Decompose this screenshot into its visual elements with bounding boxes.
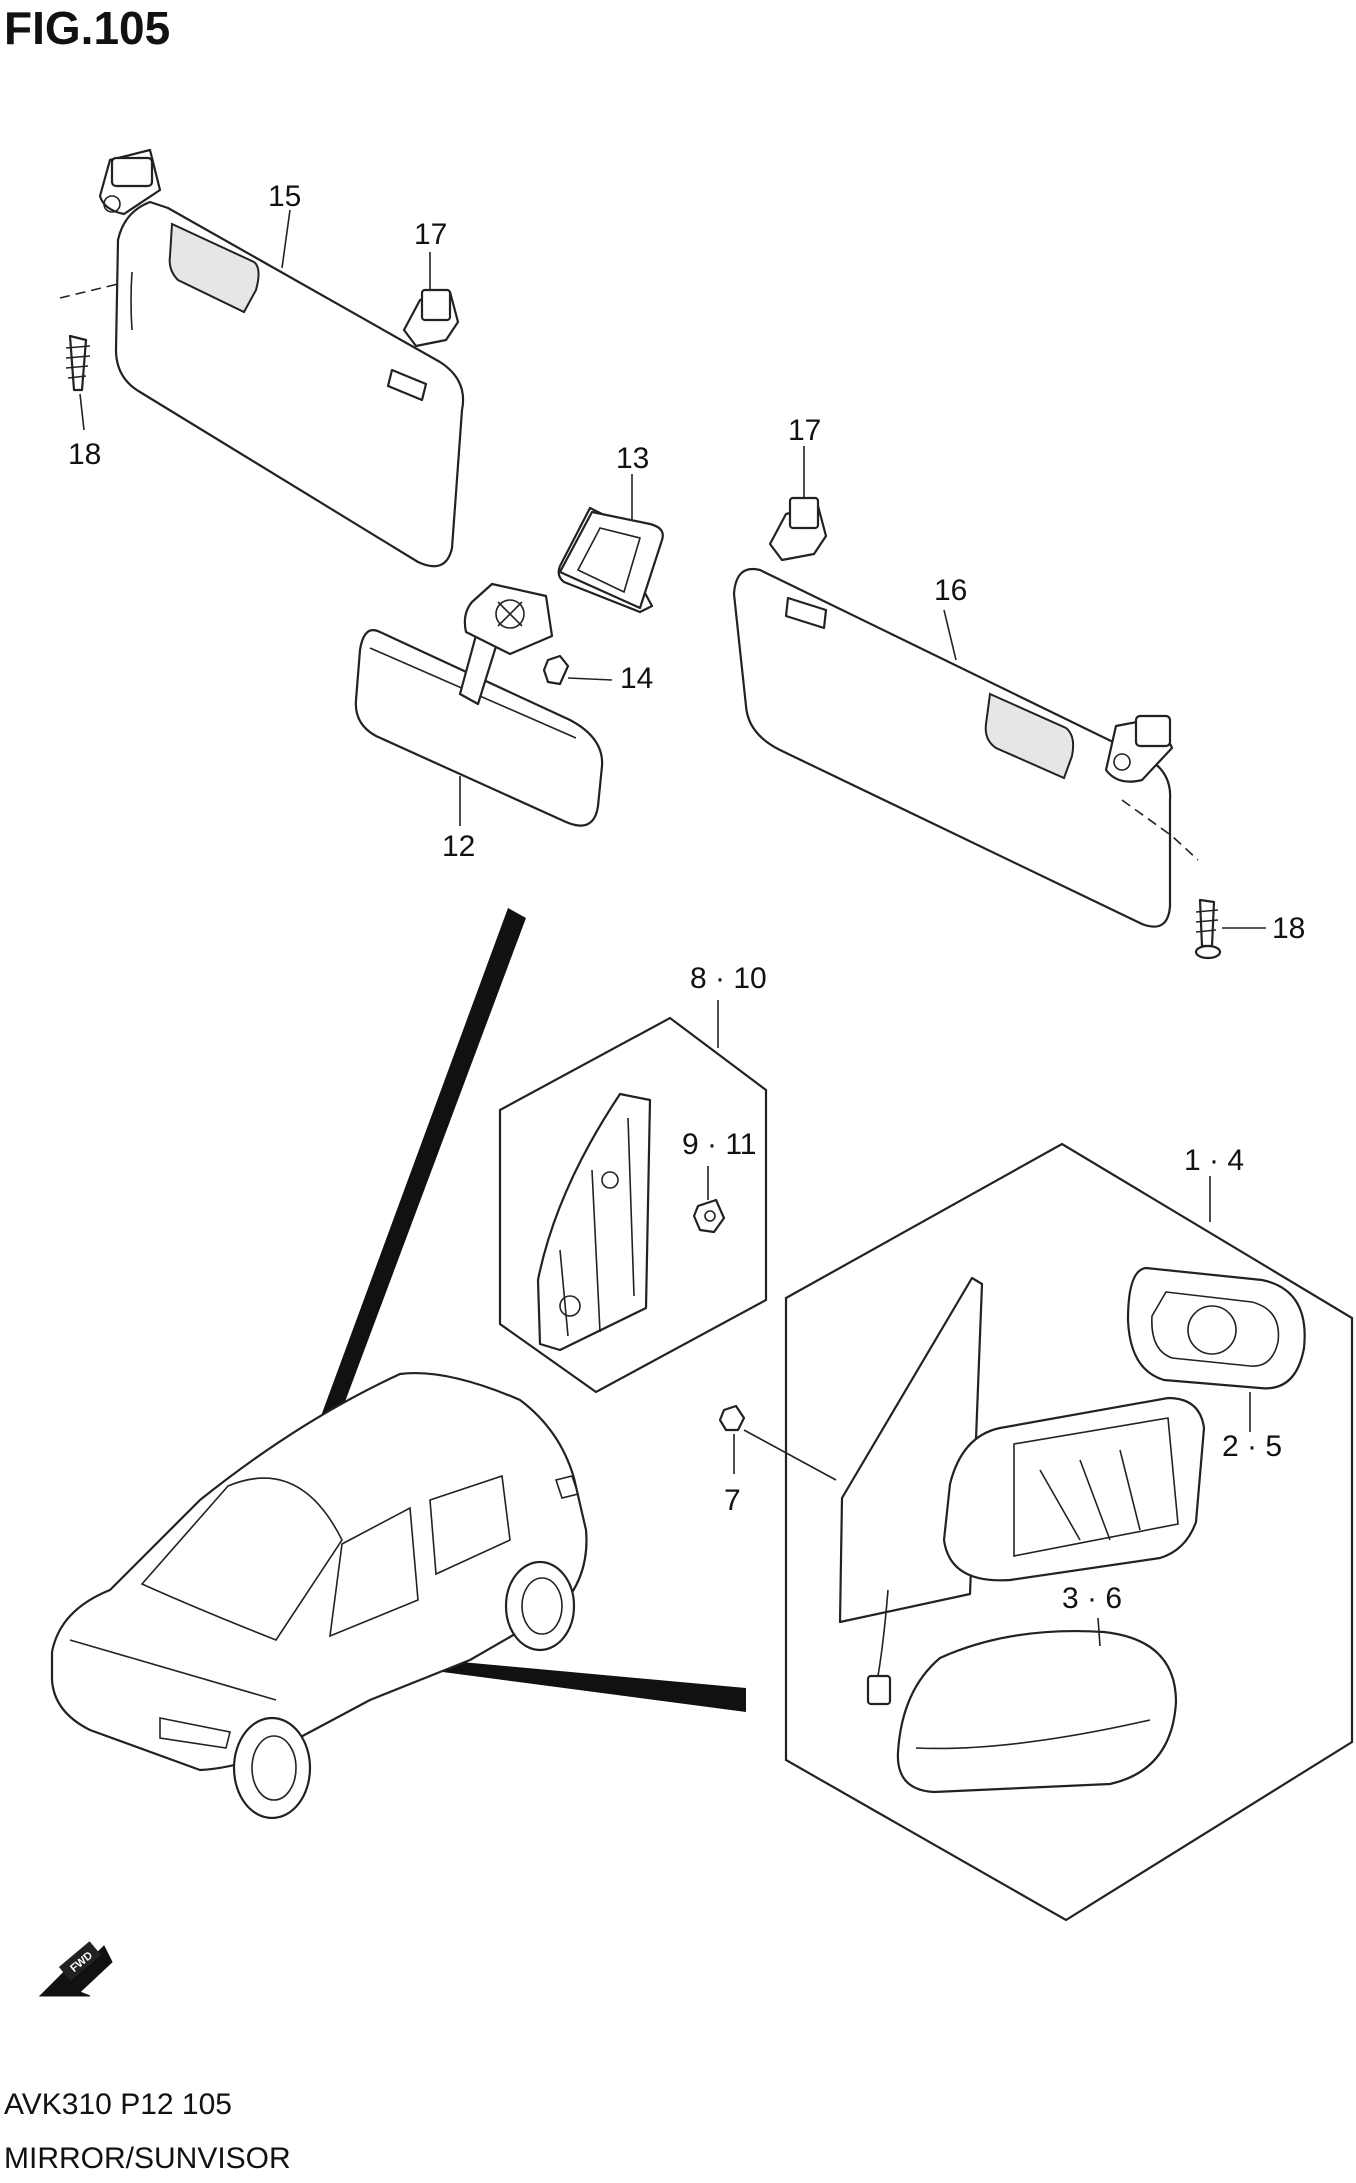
rearview-mirror-12	[354, 582, 604, 827]
dashed-link-right	[1121, 799, 1199, 861]
callout-14: 14	[620, 662, 653, 695]
callout-17-left: 17	[414, 218, 447, 251]
fwd-arrow-icon: FWD	[38, 1941, 113, 1997]
callout-12: 12	[442, 830, 475, 863]
sunvisor-left	[98, 148, 465, 568]
callout-1-4: 1 · 4	[1184, 1144, 1244, 1177]
screw-14	[542, 654, 570, 686]
sunvisor-right	[732, 567, 1174, 928]
footer-code: AVK310 P12 105	[4, 2088, 232, 2121]
callout-8-10: 8 · 10	[690, 962, 767, 995]
footer-caption: MIRROR/SUNVISOR	[4, 2142, 291, 2175]
screw-18-left	[65, 334, 91, 392]
dashed-link-left	[59, 283, 119, 299]
callout-18-right: 18	[1272, 912, 1305, 945]
callout-16: 16	[934, 574, 967, 607]
screw-18-right	[1194, 898, 1222, 960]
callout-2-5: 2 · 5	[1222, 1430, 1282, 1463]
figure-title: FIG.105	[4, 2, 170, 54]
vehicle-outline	[50, 1371, 588, 1820]
nut-9-11	[692, 1198, 726, 1234]
callout-9-11: 9 · 11	[682, 1128, 757, 1161]
clip-7	[718, 1404, 746, 1432]
clip-17-left	[402, 288, 460, 348]
clip-17-right	[768, 496, 828, 562]
callout-15: 15	[268, 180, 301, 213]
callout-7: 7	[724, 1484, 741, 1517]
door-mirror-1-4	[838, 1276, 1206, 1706]
callout-18-left: 18	[68, 438, 101, 471]
callout-17-right: 17	[788, 414, 821, 447]
callout-3-6: 3 · 6	[1062, 1582, 1122, 1615]
mirror-cover-3-6	[896, 1629, 1178, 1794]
callout-13: 13	[616, 442, 649, 475]
cover-13	[557, 506, 664, 614]
mirror-glass-2-5	[1126, 1266, 1306, 1390]
pointer-wedge-interior	[296, 908, 526, 1490]
garnish-8-10	[536, 1092, 652, 1352]
